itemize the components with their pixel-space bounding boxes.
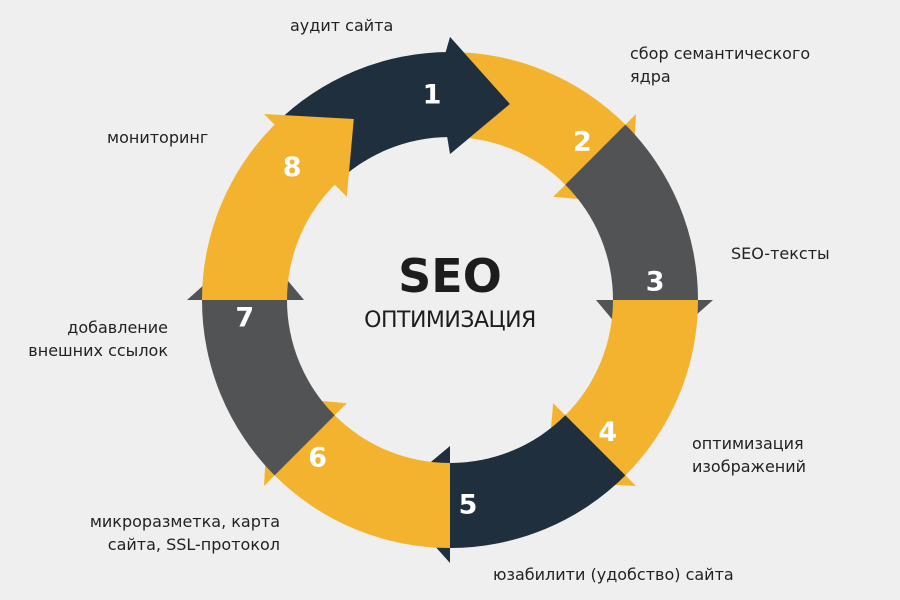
- step-label-8: мониторинг: [107, 128, 209, 147]
- step-label-2: сбор семантического ядра: [630, 44, 811, 86]
- step-number-3: 3: [646, 267, 665, 298]
- step-number-1: 1: [423, 79, 442, 110]
- step-arrow-1-head: [445, 37, 510, 154]
- step-label-5: юзабилити (удобство) сайта: [493, 565, 734, 584]
- step-label-4: оптимизация изображений: [692, 434, 807, 476]
- step-number-8: 8: [283, 152, 302, 183]
- center-title: SEO: [398, 249, 502, 303]
- step-number-7: 7: [235, 303, 254, 334]
- step-number-2: 2: [573, 127, 592, 158]
- step-label-7: добавление внешних ссылок: [28, 318, 168, 360]
- step-number-6: 6: [308, 442, 327, 473]
- step-number-4: 4: [598, 417, 617, 448]
- step-label-6: микроразметка, карта сайта, SSL-протокол: [89, 512, 280, 554]
- step-arrow-8: [201, 114, 354, 300]
- center-subtitle: ОПТИМИЗАЦИЯ: [364, 308, 536, 333]
- step-label-3: SEO-тексты: [731, 244, 830, 263]
- step-label-1: аудит сайта: [290, 16, 394, 35]
- step-number-5: 5: [459, 490, 478, 521]
